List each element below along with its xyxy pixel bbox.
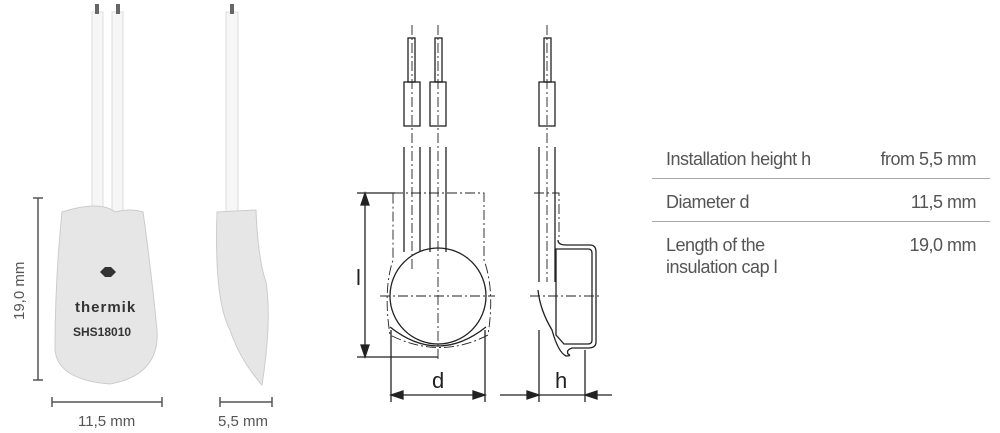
spec-row: Installation height h from 5,5 mm xyxy=(652,148,990,179)
diameter-label-d: d xyxy=(432,368,444,393)
logo-text: thermik xyxy=(75,299,136,316)
spec-table: Installation height h from 5,5 mm Diamet… xyxy=(652,148,990,278)
spec-value: 19,0 mm xyxy=(909,235,976,255)
spec-value: 11,5 mm xyxy=(910,192,977,212)
spec-row: Diameter d 11,5 mm xyxy=(652,179,990,222)
front-photo: thermik SHS18010 19,0 mm 11,5 mm xyxy=(11,4,163,430)
spec-label: Diameter d xyxy=(666,192,750,212)
spec-label: Length of the insulation cap l xyxy=(666,235,778,277)
height-dimension-label: 19,0 mm xyxy=(11,262,28,320)
side-photo: 5,5 mm xyxy=(216,4,273,430)
thermik-logo-icon xyxy=(100,267,116,277)
width-dimension-label: 11,5 mm xyxy=(78,413,135,430)
spec-label: Installation height h xyxy=(666,149,811,169)
part-number: SHS18010 xyxy=(73,325,131,339)
spec-row: Length of the insulation cap l 19,0 mm xyxy=(652,222,990,278)
side-technical-drawing xyxy=(500,25,612,402)
height-label-h: h xyxy=(555,368,567,393)
front-technical-drawing xyxy=(357,25,495,402)
length-label-l: l xyxy=(356,265,361,290)
side-width-dimension-label: 5,5 mm xyxy=(218,413,268,430)
spec-value: from 5,5 mm xyxy=(880,149,976,169)
